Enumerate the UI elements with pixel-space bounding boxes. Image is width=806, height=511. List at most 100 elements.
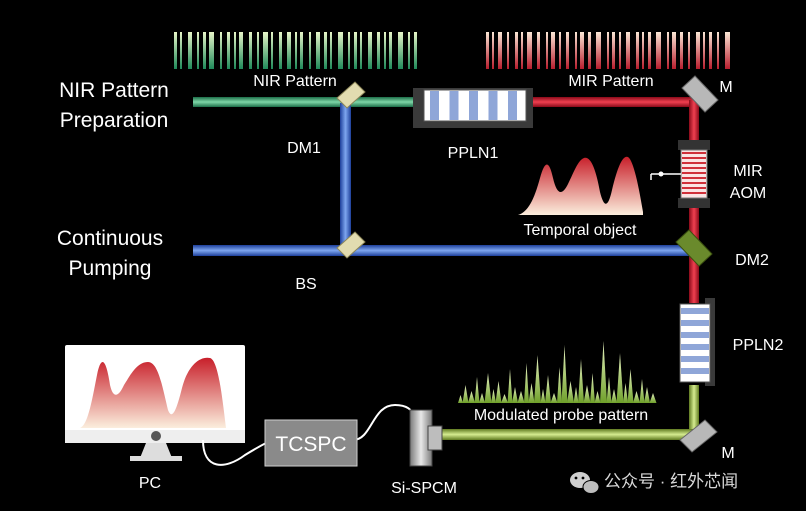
dm2-mirror — [675, 229, 713, 267]
nir-pattern-bar — [239, 32, 243, 69]
mir-pattern-bar — [559, 32, 561, 69]
nir-pattern-bar — [384, 32, 386, 69]
nir-pattern-bar — [368, 32, 372, 69]
watermark-text: 公众号 · 红外芯闻 — [604, 472, 738, 491]
probe-spike — [616, 353, 624, 403]
ppln1-crystal — [413, 88, 533, 128]
mir-pattern-bar — [507, 32, 509, 69]
probe-spike — [540, 389, 546, 403]
probe-spike — [639, 379, 645, 403]
modulated-probe-label: Modulated probe pattern — [474, 407, 648, 424]
bottom-mirror — [679, 419, 718, 453]
aom-grating-line — [682, 177, 706, 179]
probe-spike — [633, 391, 640, 403]
mir-pattern-bar — [566, 32, 569, 69]
probe-spike — [594, 391, 601, 403]
mir-pattern-bar — [672, 32, 676, 69]
probe-beam-horizontal — [440, 429, 696, 440]
ppln2-label: PPLN2 — [733, 337, 784, 354]
mir-pattern-bar — [537, 32, 540, 69]
probe-spike — [623, 383, 628, 403]
mir-pattern-bar — [636, 32, 639, 69]
watermark: 公众号 · 红外芯闻 — [570, 472, 738, 494]
si-spcm-detector — [409, 409, 443, 467]
probe-spike — [550, 393, 558, 403]
mir-pattern-bar — [527, 32, 532, 69]
nir-pattern-bar — [377, 32, 380, 69]
modulated-probe-waveform — [458, 341, 657, 403]
mir-pattern-bar — [667, 32, 669, 69]
nir-pattern-bar — [271, 32, 273, 69]
mir-pattern-bar — [596, 32, 601, 69]
mir-pattern-bar — [521, 32, 523, 69]
mir-pattern-bar — [642, 32, 644, 69]
mir-pattern-bar — [688, 32, 690, 69]
cont-pump-label-2: Pumping — [69, 257, 152, 280]
ppln2-domain — [681, 332, 709, 338]
probe-spike — [606, 377, 612, 403]
probe-spike — [644, 387, 650, 403]
probe-spike — [474, 377, 480, 403]
mir-aom — [650, 140, 710, 208]
probe-spike — [462, 385, 469, 403]
cable-pc-tcspc — [202, 439, 269, 466]
nir-pattern-bar — [348, 32, 350, 69]
probe-spike — [611, 389, 617, 403]
temporal-object-waveform — [518, 156, 643, 215]
nir-pattern-bar — [197, 32, 199, 69]
nir-pattern-bar — [354, 32, 357, 69]
nir-pattern-bar — [408, 32, 410, 69]
ppln1-domain — [488, 91, 498, 120]
ppln2-domain — [681, 356, 709, 362]
ppln2-domain — [681, 308, 709, 314]
mir-pattern-bar — [580, 32, 584, 69]
mir-pattern-bar — [709, 32, 712, 69]
aom-grating-line — [682, 152, 706, 154]
aom-grating-line — [682, 167, 706, 169]
probe-spike — [561, 345, 568, 403]
probe-spike — [495, 381, 502, 403]
nir-pattern-bar — [203, 32, 206, 69]
probe-spike — [545, 375, 551, 403]
nir-pattern-bar — [174, 32, 177, 69]
aom-grating-line — [682, 192, 706, 194]
probe-spike — [479, 393, 485, 403]
bs-mirror — [336, 231, 366, 259]
mir-pattern-bar — [680, 32, 683, 69]
nir-pattern-bar — [300, 32, 303, 69]
mir-pattern-bar — [492, 32, 494, 69]
mir-pattern-bar — [546, 32, 548, 69]
nir-pattern-bar — [234, 32, 236, 69]
mir-pattern-bar — [607, 32, 609, 69]
aom-grating-line — [682, 187, 706, 189]
aom-grating-line — [682, 182, 706, 184]
nir-pattern-bar — [263, 32, 268, 69]
nir-beam-in — [193, 97, 353, 107]
nir-pattern-bar — [338, 32, 343, 69]
mir-pattern-bar — [612, 32, 615, 69]
probe-spike — [590, 373, 595, 403]
mir-pattern-bar — [619, 32, 621, 69]
nir-pattern-bar — [227, 32, 230, 69]
mir-pattern-bar — [648, 32, 651, 69]
probe-spike — [567, 381, 574, 403]
nir-pattern-bars — [174, 32, 417, 69]
pump-beam-vertical — [340, 103, 351, 251]
dm2-label: DM2 — [735, 252, 769, 269]
probe-spike — [649, 393, 657, 403]
mir-beam-top — [528, 97, 696, 107]
nir-pattern-bar — [209, 32, 214, 69]
nir-pattern-bar — [188, 32, 192, 69]
probe-spike — [468, 391, 475, 403]
mir-pattern-bar — [551, 32, 555, 69]
mir-pattern-label: MIR Pattern — [568, 73, 653, 90]
aom-grating-line — [682, 157, 706, 159]
nir-pattern-bar — [180, 32, 182, 69]
ppln1-label: PPLN1 — [448, 145, 499, 162]
probe-spike — [512, 387, 518, 403]
bs-label: BS — [295, 276, 316, 293]
ppln1-domain — [508, 91, 517, 120]
aom-grating-line — [682, 172, 706, 174]
tcspc-box — [264, 419, 358, 467]
